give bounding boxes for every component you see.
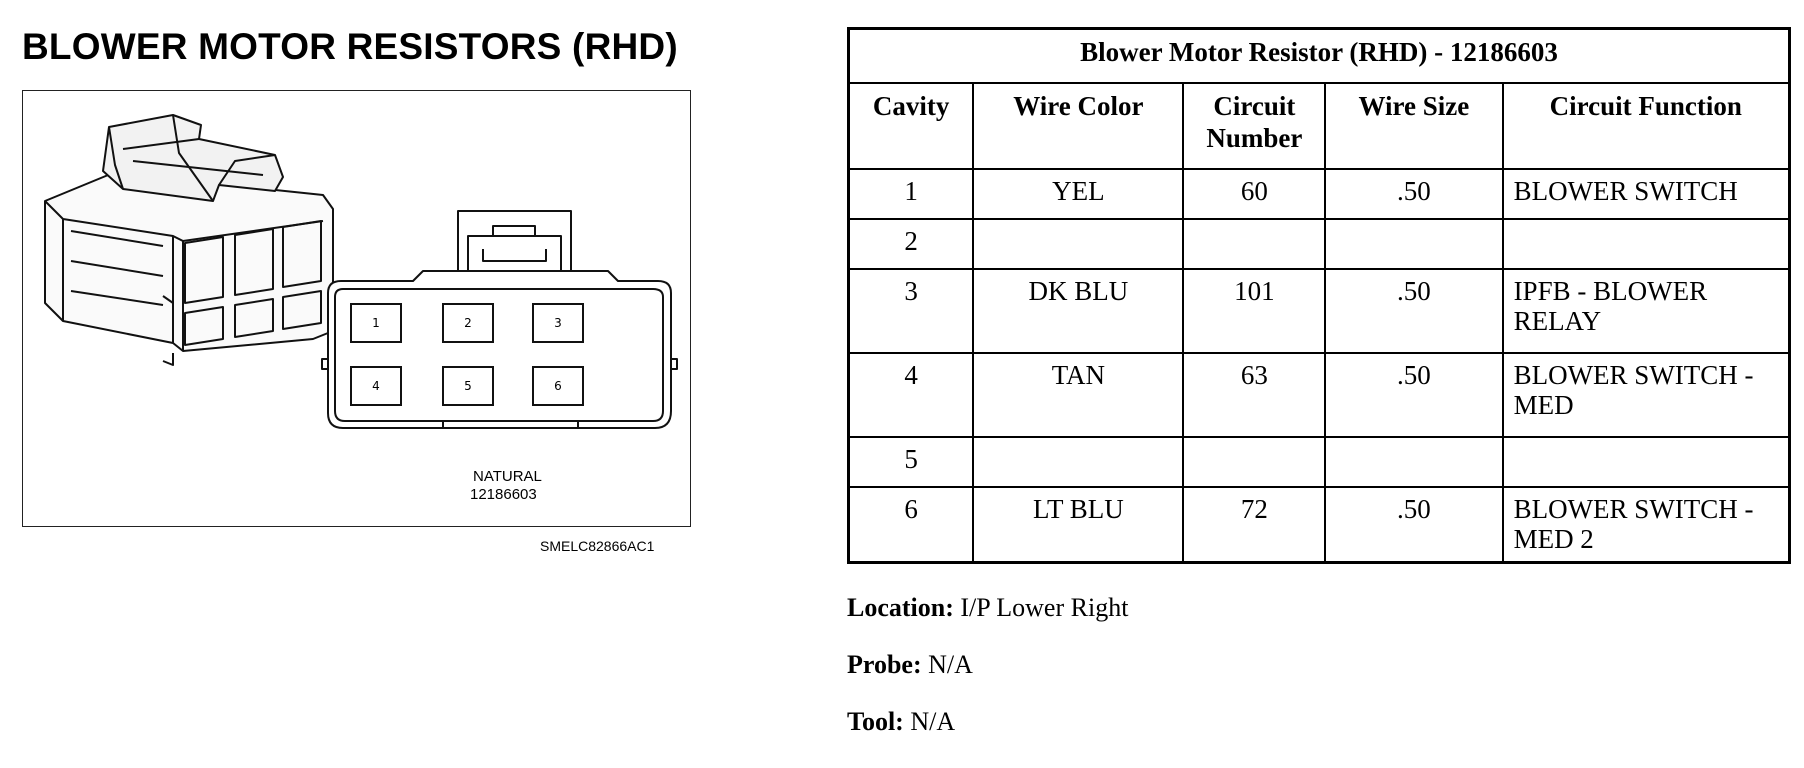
- header-circuit-number: Circuit Number: [1182, 81, 1327, 170]
- cell-wire-size: .50: [1324, 167, 1504, 220]
- probe-value: N/A: [928, 650, 973, 679]
- connector-face-view: [321, 210, 678, 429]
- cell-wire-color: DK BLU: [972, 267, 1185, 354]
- cell-circuit-number: 72: [1182, 485, 1327, 564]
- connector-illustration: 1 2 3 4 5 6 NATURAL 12186603: [22, 90, 691, 527]
- connector-3d-view: [44, 114, 334, 366]
- pinout-table: Blower Motor Resistor (RHD) - 12186603 C…: [847, 27, 1791, 564]
- cell-circuit-number: 60: [1182, 167, 1327, 220]
- pin-label-4: 4: [372, 379, 380, 393]
- cell-circuit-function: BLOWER SWITCH: [1501, 167, 1791, 220]
- pin-label-5: 5: [464, 379, 472, 393]
- cell-wire-size: .50: [1324, 485, 1504, 564]
- cell-cavity: 2: [847, 217, 975, 270]
- cell-circuit-function: [1501, 217, 1791, 270]
- cell-wire-color: TAN: [972, 351, 1185, 438]
- header-wire-color: Wire Color: [972, 81, 1185, 170]
- pin-cavities: [350, 303, 584, 406]
- cell-wire-size: .50: [1324, 267, 1504, 354]
- cell-cavity: 6: [847, 485, 975, 564]
- location-label: Location:: [847, 593, 954, 622]
- figure-id: SMELC82866AC1: [540, 538, 655, 554]
- cell-wire-size: [1324, 435, 1504, 488]
- table-row: 5: [847, 435, 1791, 488]
- cell-circuit-function: BLOWER SWITCH - MED 2: [1501, 485, 1791, 564]
- cell-cavity: 3: [847, 267, 975, 354]
- probe-info: Probe: N/A: [847, 650, 973, 680]
- table-row: 1 YEL 60 .50 BLOWER SWITCH: [847, 167, 1791, 220]
- tool-info: Tool: N/A: [847, 707, 955, 737]
- cell-circuit-function: IPFB - BLOWER RELAY: [1501, 267, 1791, 354]
- cell-wire-color: [972, 435, 1185, 488]
- tool-label: Tool:: [847, 707, 904, 736]
- cell-circuit-number: 63: [1182, 351, 1327, 438]
- caption-part-number: 12186603: [470, 486, 537, 503]
- page-title: BLOWER MOTOR RESISTORS (RHD): [22, 26, 678, 67]
- cell-circuit-number: [1182, 435, 1327, 488]
- pin-label-6: 6: [554, 379, 562, 393]
- pin-label-1: 1: [372, 316, 380, 330]
- caption-natural: NATURAL: [473, 468, 542, 485]
- cell-wire-size: .50: [1324, 351, 1504, 438]
- header-wire-size: Wire Size: [1324, 81, 1504, 170]
- cell-circuit-number: 101: [1182, 267, 1327, 354]
- pin-label-3: 3: [554, 316, 562, 330]
- table-row: 3 DK BLU 101 .50 IPFB - BLOWER RELAY: [847, 267, 1791, 354]
- location-info: Location: I/P Lower Right: [847, 593, 1128, 623]
- cell-circuit-function: [1501, 435, 1791, 488]
- table-row: 4 TAN 63 .50 BLOWER SWITCH - MED: [847, 351, 1791, 438]
- cell-wire-color: [972, 217, 1185, 270]
- cell-wire-color: YEL: [972, 167, 1185, 220]
- cell-circuit-number: [1182, 217, 1327, 270]
- pin-label-2: 2: [464, 316, 472, 330]
- location-value: I/P Lower Right: [960, 593, 1129, 622]
- table-title: Blower Motor Resistor (RHD) - 12186603: [847, 27, 1791, 84]
- header-circuit-function: Circuit Function: [1501, 81, 1791, 170]
- cell-cavity: 4: [847, 351, 975, 438]
- cell-wire-size: [1324, 217, 1504, 270]
- cell-cavity: 5: [847, 435, 975, 488]
- tool-value: N/A: [910, 707, 956, 736]
- connector-drawing: 1 2 3 4 5 6: [44, 114, 678, 429]
- probe-label: Probe:: [847, 650, 922, 679]
- cell-circuit-function: BLOWER SWITCH - MED: [1501, 351, 1791, 438]
- table-row: 6 LT BLU 72 .50 BLOWER SWITCH - MED 2: [847, 485, 1791, 564]
- cell-wire-color: LT BLU: [972, 485, 1185, 564]
- header-cavity: Cavity: [847, 81, 975, 170]
- table-row: 2: [847, 217, 1791, 270]
- cell-cavity: 1: [847, 167, 975, 220]
